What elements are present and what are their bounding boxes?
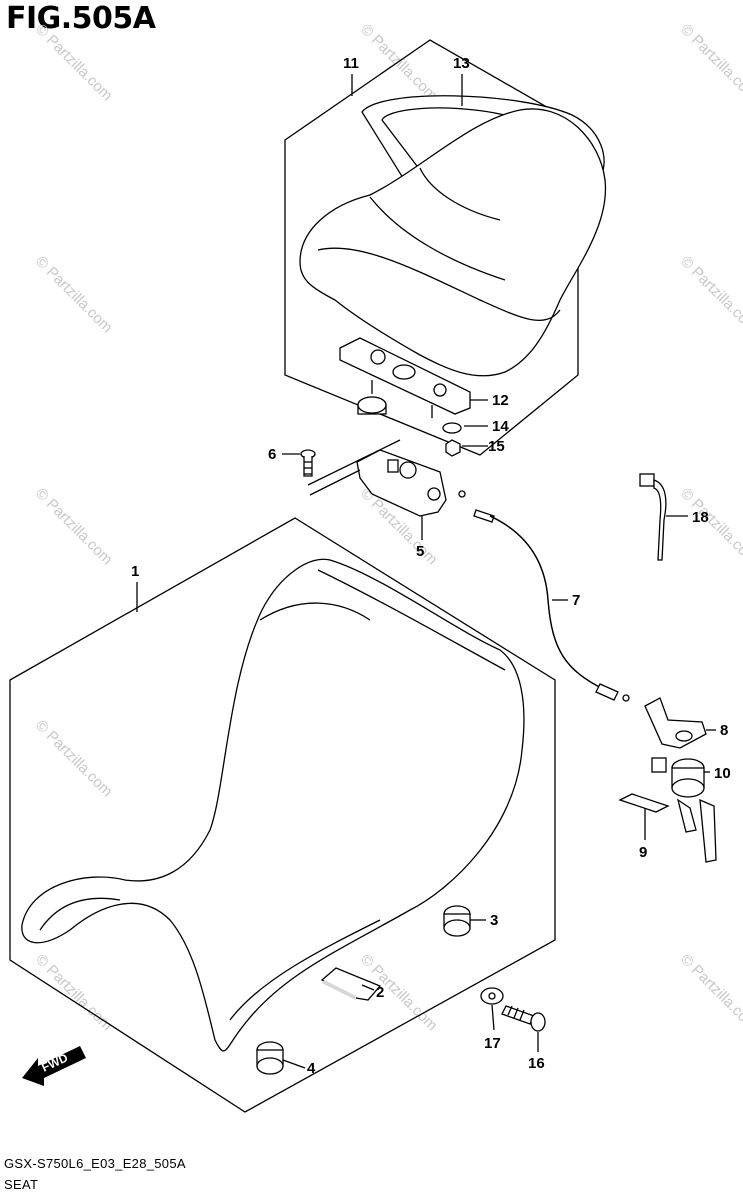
- lock-cylinder: [651, 757, 717, 863]
- cable-clamp: [639, 473, 667, 561]
- figure-code: GSX-S750L6_E03_E28_505A: [4, 1156, 186, 1171]
- watermark: © Partzilla.com: [677, 253, 743, 336]
- watermark: © Partzilla.com: [677, 951, 743, 1034]
- bolt-6: [300, 449, 316, 477]
- seat-lock: [307, 439, 447, 517]
- callout-10: 10: [714, 765, 731, 782]
- forward-arrow: FWD: [22, 1046, 86, 1086]
- bracket-hole: [675, 730, 693, 742]
- callout-18: 18: [692, 509, 709, 526]
- lock-plate: [618, 793, 670, 813]
- front-seat: [21, 558, 525, 1052]
- watermark: © Partzilla.com: [32, 485, 115, 568]
- rear-seat-cushion: [299, 108, 607, 377]
- washer: [442, 422, 462, 434]
- callouts: 11 13 12 14 15 6 5 7 18 1 8 10 9 3 2 4 1…: [131, 55, 731, 1077]
- leader-lines: [136, 74, 716, 1069]
- seat-damper-4: [256, 1041, 284, 1075]
- callout-13: 13: [453, 55, 470, 72]
- front-seat-group-outline: [9, 517, 556, 1113]
- figure-title: FIG.505A: [6, 1, 156, 36]
- nut: [445, 439, 461, 457]
- callout-17: 17: [484, 1035, 501, 1052]
- figure-description: SEAT: [4, 1177, 39, 1192]
- collar: [480, 987, 504, 1005]
- watermark: © Partzilla.com: [32, 951, 115, 1034]
- screw: [501, 1005, 546, 1032]
- lock-bracket: [644, 697, 707, 749]
- rear-seat-group-outline: [284, 39, 579, 456]
- callout-16: 16: [528, 1055, 545, 1072]
- callout-12: 12: [492, 392, 509, 409]
- callout-15: 15: [488, 438, 505, 455]
- watermark: © Partzilla.com: [677, 485, 743, 568]
- watermark: © Partzilla.com: [32, 21, 115, 104]
- watermark: © Partzilla.com: [677, 21, 743, 104]
- callout-5: 5: [416, 543, 424, 560]
- callout-2: 2: [376, 984, 384, 1001]
- callout-1: 1: [131, 563, 139, 580]
- callout-3: 3: [490, 912, 498, 929]
- watermark: © Partzilla.com: [32, 253, 115, 336]
- damper-nut: [357, 396, 387, 415]
- callout-11: 11: [343, 55, 359, 72]
- callout-7: 7: [572, 592, 580, 609]
- rear-seat-bracket: [339, 337, 471, 418]
- callout-9: 9: [639, 844, 647, 861]
- watermark: © Partzilla.com: [357, 21, 440, 104]
- callout-4: 4: [307, 1060, 316, 1077]
- seat-lock-cable: [458, 490, 630, 702]
- watermark: © Partzilla.com: [32, 717, 115, 800]
- seat-damper-3: [443, 905, 471, 937]
- callout-6: 6: [268, 446, 276, 463]
- callout-14: 14: [492, 418, 509, 435]
- callout-8: 8: [720, 722, 728, 739]
